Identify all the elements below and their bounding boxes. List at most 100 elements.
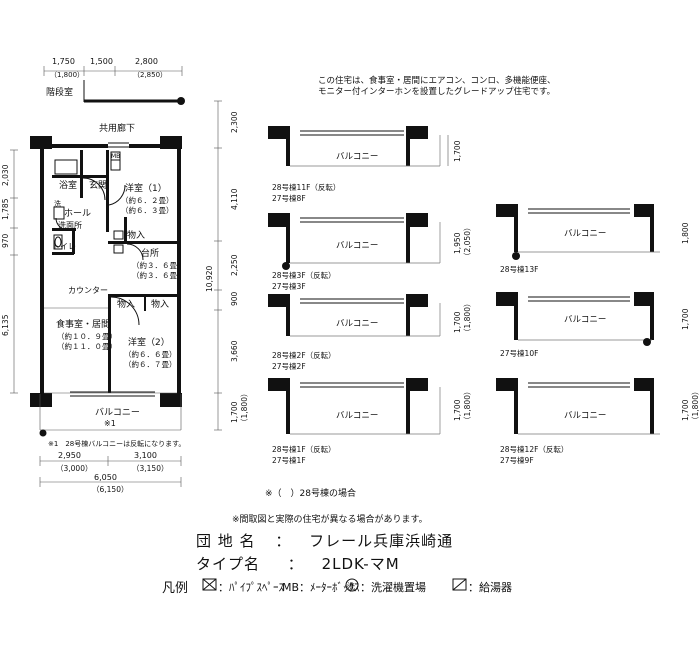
variant-1-balcony: バルコニー: [336, 152, 378, 162]
legend-mb: MB：ﾒｰﾀｰﾎﾞｯｸｽ: [282, 581, 360, 594]
type-sep: ：: [287, 555, 304, 573]
right-dim-2: 4,110: [230, 188, 239, 210]
variant-2-dim-b: （2,050）: [463, 224, 472, 260]
header-note-line1: この住宅は、食事室・居間にエアコン、コンロ、多機能便座、: [318, 76, 556, 86]
left-dim-4: 6,135: [1, 314, 10, 336]
complex-sep: ：: [275, 532, 292, 550]
balcony-note-mark: ※1: [104, 419, 116, 428]
room-western1-area-b: （約６．３畳）: [121, 205, 174, 215]
variant-7-dim: 1,700: [681, 399, 690, 421]
room-kitchen: 台所: [141, 247, 159, 259]
variant-2-label-1: 28号棟3F（反転）: [272, 270, 336, 280]
room-western2-area-a: （約６．６畳）: [124, 349, 177, 359]
stair-label: 階段室: [46, 86, 73, 98]
room-storage1: 物入: [127, 229, 145, 241]
room-bath: 浴室: [59, 179, 77, 191]
legend-pipe: ：ﾊﾟｲﾌﾟｽﾍﾟｰｽ: [218, 581, 284, 594]
complex-label: 団 地 名: [196, 532, 256, 550]
variant-6-dim: 1,700: [681, 308, 690, 330]
mb-label: MB: [111, 153, 120, 160]
room-western2: 洋室（2）: [128, 336, 170, 348]
top-dimension-lines: [43, 66, 183, 76]
room-dining: 食事室・居間: [56, 318, 110, 330]
variant-3-dim-b: （1,800）: [463, 300, 472, 336]
legend-wash: ：洗濯機置場: [360, 581, 426, 594]
variant-6-label-1: 27号棟10F: [500, 348, 538, 358]
legend-symbols: [202, 578, 467, 592]
right-dim-6: 1,700: [230, 401, 239, 423]
top-dim-2: 1,500: [90, 57, 113, 66]
room-kitchen-area-b: （約３．６畳）: [132, 270, 185, 280]
balcony-variant-5: [496, 204, 660, 260]
top-dim-3b: （2,850）: [133, 71, 167, 79]
left-dimension-lines: [10, 149, 18, 394]
variant-3-balcony: バルコニー: [336, 319, 378, 329]
legend-wash-symbol: 洗: [347, 581, 355, 591]
room-balcony: バルコニー: [95, 407, 140, 418]
variant-3-dim: 1,700: [453, 311, 462, 333]
variant-4-dim: 1,700: [453, 399, 462, 421]
variant-7-dim-b: （1,800）: [691, 388, 700, 424]
room-western1-area-a: （約６．２畳）: [121, 195, 174, 205]
left-dim-2: 1,785: [1, 198, 10, 220]
bottom-dim-1: 2,950: [58, 451, 81, 460]
variant-5-label-1: 28号棟13F: [500, 264, 538, 274]
washer-icon: [345, 578, 359, 592]
corridor-label: 共用廊下: [99, 122, 135, 134]
bottom-dim-2: 3,100: [134, 451, 157, 460]
balcony-variant-2: [268, 213, 441, 270]
stair-outline: [83, 80, 185, 105]
variant-2-label-2: 27号棟3F: [272, 281, 306, 291]
type-label: タイプ名: [196, 555, 261, 573]
variant-6-balcony: バルコニー: [564, 315, 606, 325]
disclaimer: ※間取図と実際の住宅が異なる場合があります。: [232, 515, 428, 525]
balcony-variant-7: [496, 378, 660, 435]
top-dim-3: 2,800: [135, 57, 158, 66]
room-western1: 洋室（1）: [125, 182, 167, 194]
note-28: ※（ ）28号棟の場合: [265, 489, 356, 499]
variant-3-label-1: 28号棟2F（反転）: [272, 350, 336, 360]
fixtures: [39, 151, 182, 437]
right-dimension-lines: [214, 100, 222, 431]
legend-title: 凡例: [162, 581, 189, 596]
water-heater-icon: [452, 578, 467, 591]
main-plan-walls: [30, 136, 182, 407]
right-dim-6b: （1,800）: [240, 390, 249, 426]
variant-2-balcony: バルコニー: [336, 241, 378, 251]
room-dining-area-b: （約１１．０畳）: [57, 341, 117, 351]
variant-4-label-2: 27号棟1F: [272, 455, 306, 465]
header-note-line2: モニター付インターホンを設置したグレードアップ住宅です。: [318, 87, 556, 97]
room-storage3: 物入: [151, 298, 169, 310]
room-dining-area-a: （約１０．９畳）: [57, 331, 117, 341]
room-western2-area-b: （約６．７畳）: [124, 359, 177, 369]
variant-7-label-1: 28号棟12F（反転）: [500, 444, 568, 454]
complex-name-row: 団 地 名 ： フレール兵庫浜崎通: [196, 530, 453, 551]
right-dim-4: 900: [230, 291, 239, 306]
top-dim-1b: （1,800）: [50, 71, 84, 79]
variant-4-label-1: 28号棟1F（反転）: [272, 444, 336, 454]
variant-3-label-2: 27号棟2F: [272, 361, 306, 371]
complex-value: フレール兵庫浜崎通: [309, 532, 454, 550]
balcony-variant-1: [268, 126, 449, 167]
balcony-variant-6: [496, 292, 654, 346]
pipe-space-icon: [202, 578, 217, 591]
footnote-1: ※1 28号棟バルコニーは反転になります。: [48, 439, 185, 448]
washer-symbol: 洗: [54, 199, 61, 208]
variant-1-label-2: 27号棟8F: [272, 193, 306, 203]
counter-label: カウンター: [68, 286, 108, 295]
room-hall: ホール: [64, 208, 91, 219]
variant-1-label-1: 28号棟11F（反転）: [272, 182, 340, 192]
variant-5-balcony: バルコニー: [564, 229, 606, 239]
bottom-dim-1b: （3,000）: [56, 464, 92, 473]
variant-2-dim: 1,950: [453, 232, 462, 254]
variant-5-dim: 1,800: [681, 222, 690, 244]
right-dim-1: 2,300: [230, 111, 239, 133]
variant-1-dim: 1,700: [453, 140, 462, 162]
type-value: 2LDK-マM: [321, 555, 400, 573]
bottom-dimension-lines: [39, 456, 182, 487]
right-dim-total: 10,920: [205, 266, 214, 292]
right-dim-5: 3,660: [230, 340, 239, 362]
column-dot: [177, 97, 185, 105]
variant-7-balcony: バルコニー: [564, 411, 606, 421]
